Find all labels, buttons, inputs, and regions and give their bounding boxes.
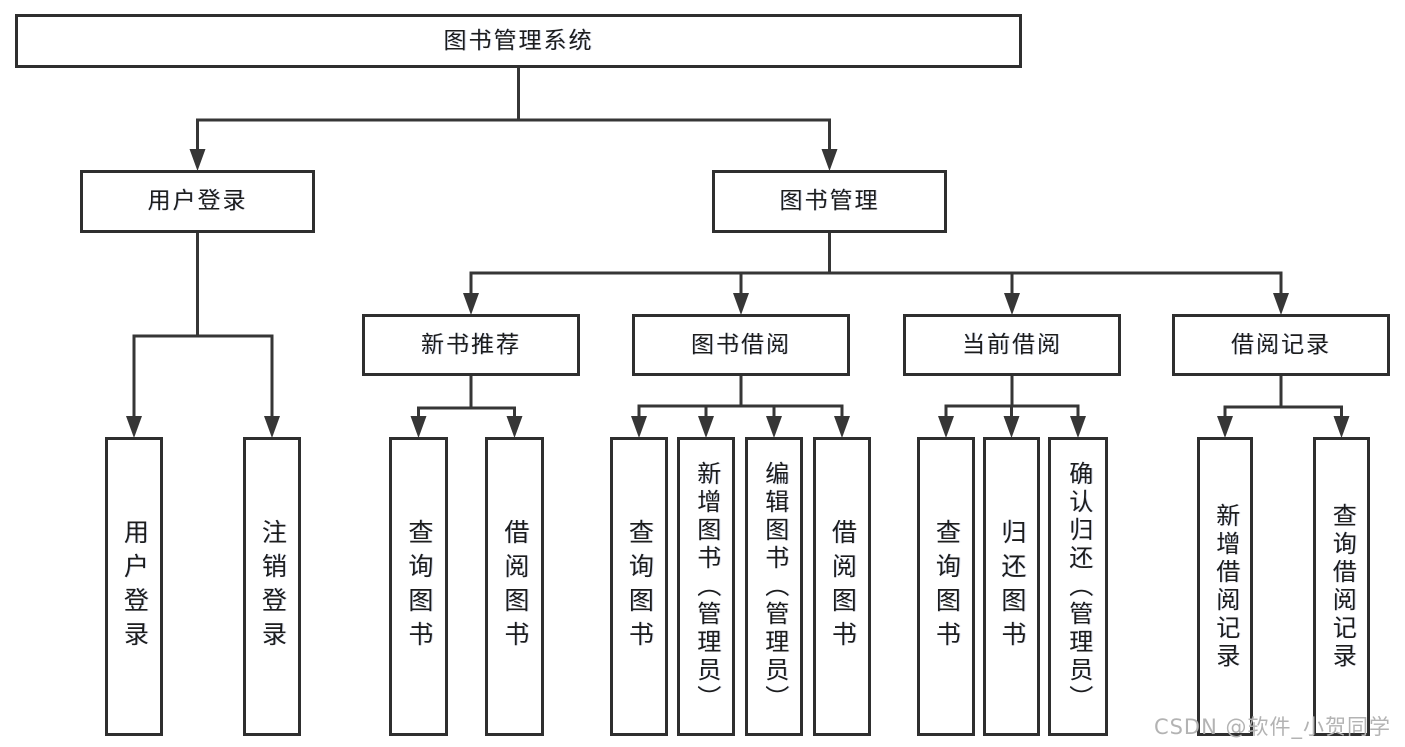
arrowhead-icon bbox=[410, 416, 427, 438]
node-bb-add: 新增图书（管理员） bbox=[677, 437, 735, 736]
node-cur-borrow: 当前借阅 bbox=[903, 314, 1121, 376]
node-label-cb-return: 归还图书 bbox=[997, 518, 1027, 655]
node-label-leaf-logout: 注销登录 bbox=[258, 518, 288, 655]
node-label-bb-add: 新增图书（管理员） bbox=[692, 460, 721, 713]
arrowhead-icon bbox=[631, 416, 647, 438]
arrowhead-icon bbox=[1003, 416, 1020, 438]
node-label-bb-borrow: 借阅图书 bbox=[828, 518, 858, 655]
node-bb-borrow: 借阅图书 bbox=[813, 437, 871, 736]
arrowhead-icon bbox=[938, 416, 954, 438]
node-borrow-record: 借阅记录 bbox=[1172, 314, 1390, 376]
node-label-br-query: 查询借阅记录 bbox=[1328, 502, 1357, 671]
node-label-new-book: 新书推荐 bbox=[421, 331, 521, 358]
node-bb-edit: 编辑图书（管理员） bbox=[745, 437, 803, 736]
node-label-cb-query: 查询图书 bbox=[932, 518, 962, 655]
node-label-cb-confirm: 确认归还（管理员） bbox=[1064, 460, 1093, 713]
node-label-bb-query: 查询图书 bbox=[625, 518, 655, 655]
arrowhead-icon bbox=[766, 416, 782, 438]
node-user-login: 用户登录 bbox=[80, 170, 315, 233]
arrowhead-icon bbox=[189, 149, 206, 171]
node-bb-query: 查询图书 bbox=[610, 437, 668, 736]
node-label-borrow-record: 借阅记录 bbox=[1231, 331, 1331, 358]
node-label-root: 图书管理系统 bbox=[443, 27, 594, 54]
node-label-cur-borrow: 当前借阅 bbox=[962, 331, 1062, 358]
node-cb-return: 归还图书 bbox=[983, 437, 1040, 736]
arrowhead-icon bbox=[1273, 293, 1289, 315]
arrowhead-icon bbox=[1004, 293, 1020, 315]
node-cb-query: 查询图书 bbox=[917, 437, 975, 736]
arrowhead-icon bbox=[698, 416, 714, 438]
node-nb-borrow: 借阅图书 bbox=[485, 437, 544, 736]
arrowhead-icon bbox=[126, 416, 142, 438]
node-nb-query: 查询图书 bbox=[389, 437, 448, 736]
arrowhead-icon bbox=[463, 293, 479, 315]
arrowhead-icon bbox=[506, 416, 523, 438]
node-br-add: 新增借阅记录 bbox=[1197, 437, 1253, 736]
node-leaf-logout: 注销登录 bbox=[243, 437, 301, 736]
arrowhead-icon bbox=[821, 149, 838, 171]
node-leaf-login: 用户登录 bbox=[105, 437, 163, 736]
arrowhead-icon bbox=[1333, 416, 1350, 438]
node-label-nb-query: 查询图书 bbox=[404, 518, 434, 655]
arrowhead-icon bbox=[733, 293, 749, 315]
node-book-borrow: 图书借阅 bbox=[632, 314, 850, 376]
node-cb-confirm: 确认归还（管理员） bbox=[1048, 437, 1108, 736]
arrowhead-icon bbox=[1217, 416, 1233, 438]
node-br-query: 查询借阅记录 bbox=[1313, 437, 1370, 736]
node-label-br-add: 新增借阅记录 bbox=[1211, 502, 1240, 671]
node-label-leaf-login: 用户登录 bbox=[120, 518, 150, 655]
node-new-book: 新书推荐 bbox=[362, 314, 580, 376]
node-book-mgmt: 图书管理 bbox=[712, 170, 947, 233]
arrowhead-icon bbox=[834, 416, 850, 438]
node-label-user-login: 用户登录 bbox=[147, 188, 248, 215]
node-label-nb-borrow: 借阅图书 bbox=[500, 518, 530, 655]
arrowhead-icon bbox=[264, 416, 280, 438]
arrowhead-icon bbox=[1070, 416, 1086, 438]
node-label-bb-edit: 编辑图书（管理员） bbox=[760, 460, 789, 713]
node-label-book-mgmt: 图书管理 bbox=[779, 188, 880, 215]
node-root: 图书管理系统 bbox=[15, 14, 1022, 68]
node-label-book-borrow: 图书借阅 bbox=[691, 331, 791, 358]
watermark: CSDN @软件_小贺同学 bbox=[1153, 715, 1391, 739]
